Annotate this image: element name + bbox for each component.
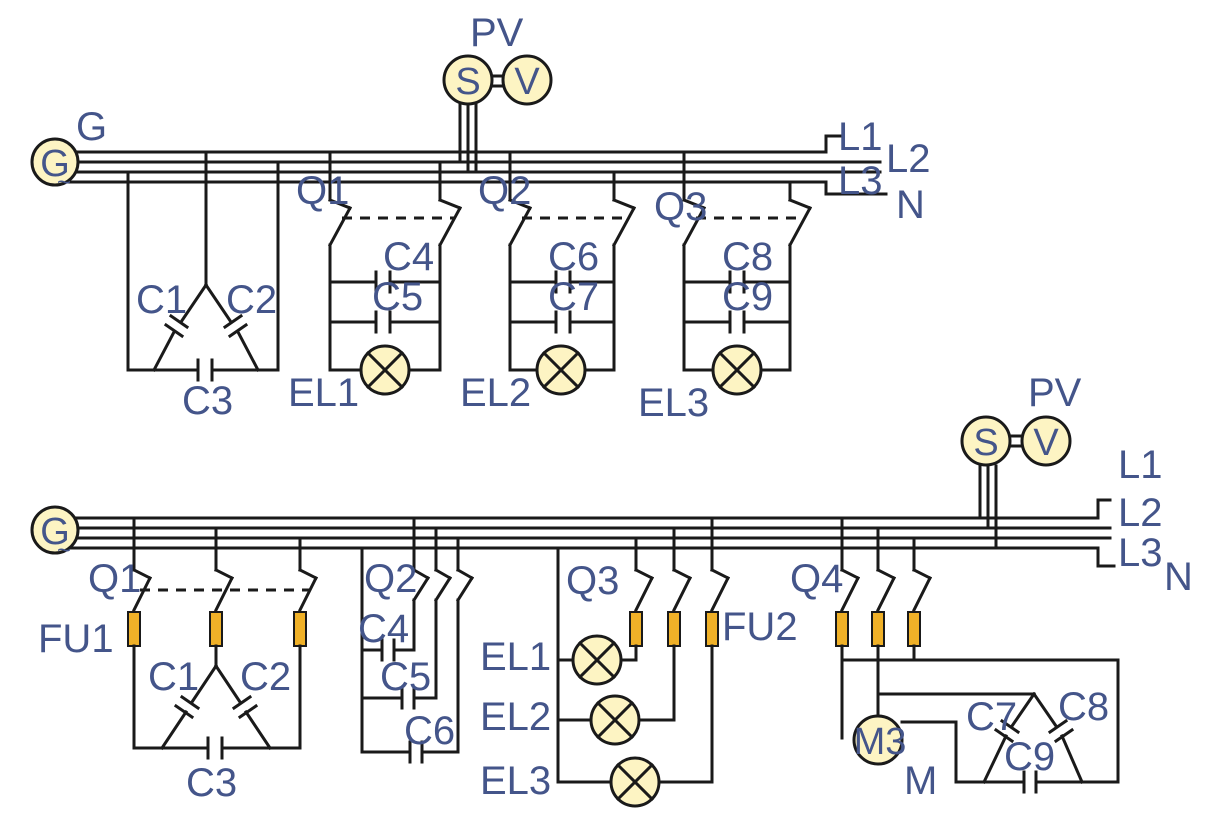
bottom-switch-q4-label: Q4 <box>790 557 843 601</box>
bottom-cap-c3-label: C3 <box>186 761 237 805</box>
bottom-switch-q3-label: Q3 <box>566 559 619 603</box>
top-lamp-el3-label: EL3 <box>638 381 709 425</box>
top-meter-voltmeter-symbol: V <box>514 61 540 103</box>
bottom-motor-label: M <box>904 759 937 803</box>
bottom-motor-symbol: M3 <box>854 721 907 763</box>
top-meter-switch-symbol: S <box>455 61 480 103</box>
bottom-section-q2: Q2 C4 C5 C6 <box>358 516 475 764</box>
bottom-lamp-el3-label: EL3 <box>480 759 551 803</box>
top-lamp-el1 <box>359 344 411 396</box>
bottom-lamp-el2-label: EL2 <box>480 695 551 739</box>
bottom-cap-c4-label: C4 <box>358 607 409 651</box>
top-branch-2: Q2 C6 C7 EL2 <box>460 150 637 415</box>
bottom-circuit: G ~ S V PV L1 L2 L3 N <box>30 371 1193 808</box>
top-lamp-el3 <box>711 344 763 396</box>
top-generator-symbol: G <box>40 143 70 185</box>
top-cap-c1-label: C1 <box>136 278 187 322</box>
bottom-switch-q2-label: Q2 <box>364 557 417 601</box>
bottom-cap-c9-label: C9 <box>1004 735 1055 779</box>
bottom-cap-c6-label: C6 <box>404 709 455 753</box>
top-line-label-l2: L2 <box>886 137 931 181</box>
top-cap-c9-label: C9 <box>722 275 773 319</box>
bottom-switch-q1-label: Q1 <box>88 557 141 601</box>
bottom-fuse-fu1-label: FU1 <box>38 617 114 661</box>
top-generator-tilde: ~ <box>57 169 71 196</box>
top-branch-3: Q3 C8 C9 EL3 <box>638 150 813 425</box>
top-generator-label: G <box>76 105 107 149</box>
top-switch-q1-label: Q1 <box>296 169 349 213</box>
bottom-lamp-el1-label: EL1 <box>480 635 551 679</box>
bottom-lamp-el3 <box>609 756 661 808</box>
bottom-line-label-n: N <box>1164 555 1193 599</box>
top-line-label-l1: L1 <box>838 115 883 159</box>
top-cap-c7-label: C7 <box>548 275 599 319</box>
top-lamp-el2 <box>535 344 587 396</box>
top-busbars <box>58 134 888 196</box>
bottom-section-q3: Q3 FU2 EL1 EL2 EL3 <box>480 516 798 808</box>
bottom-fuse-fu2-label: FU2 <box>722 605 798 649</box>
bottom-section-q4: M3 Q4 M C7 C8 C9 <box>790 516 1120 803</box>
bottom-pv-meter: S V PV <box>960 371 1082 550</box>
top-generator: G ~ G <box>30 105 107 196</box>
bottom-generator-symbol: G <box>40 511 70 553</box>
bottom-lamp-el1 <box>571 634 623 686</box>
top-lamp-el1-label: EL1 <box>288 371 359 415</box>
bottom-cap-c7-label: C7 <box>966 695 1017 739</box>
bottom-motor: M3 <box>852 714 907 766</box>
bottom-meter-label: PV <box>1028 371 1082 415</box>
bottom-generator: G ~ <box>30 505 80 564</box>
top-switch-q2-label: Q2 <box>478 169 531 213</box>
bottom-cap-c5-label: C5 <box>380 655 431 699</box>
bottom-cap-c8-label: C8 <box>1058 685 1109 729</box>
top-cap-c3-label: C3 <box>182 379 233 423</box>
bottom-cap-c1-label: C1 <box>148 655 199 699</box>
top-cap-c8-label: C8 <box>722 235 773 279</box>
top-meter-label: PV <box>470 11 524 55</box>
bottom-busbars <box>58 498 1116 568</box>
bottom-line-label-l3: L3 <box>1118 531 1163 575</box>
bottom-lamp-el2 <box>589 694 641 746</box>
bottom-section-q1: Q1 FU1 C1 C2 C3 <box>38 516 319 805</box>
top-branch-1: Q1 C4 C5 EL1 <box>288 150 463 415</box>
top-circuit: G ~ G S V PV L1 L2 L3 N <box>30 11 931 425</box>
top-cap-c4-label: C4 <box>383 235 434 279</box>
bottom-meter-switch-symbol: S <box>973 422 998 464</box>
top-pv-meter: S V PV <box>442 11 553 174</box>
top-switch-q3-label: Q3 <box>654 185 707 229</box>
top-line-label-l3: L3 <box>838 159 883 203</box>
top-capacitor-triangle: C1 C2 C3 <box>126 150 280 423</box>
top-lamp-el2-label: EL2 <box>460 371 531 415</box>
top-cap-c5-label: C5 <box>372 275 423 319</box>
bottom-meter-voltmeter-symbol: V <box>1033 422 1059 464</box>
top-cap-c2-label: C2 <box>226 278 277 322</box>
bottom-cap-c2-label: C2 <box>240 655 291 699</box>
top-line-label-n: N <box>896 183 925 227</box>
top-cap-c6-label: C6 <box>548 235 599 279</box>
bottom-generator-tilde: ~ <box>57 537 71 564</box>
bottom-line-label-l2: L2 <box>1118 491 1163 535</box>
bottom-line-label-l1: L1 <box>1118 443 1163 487</box>
